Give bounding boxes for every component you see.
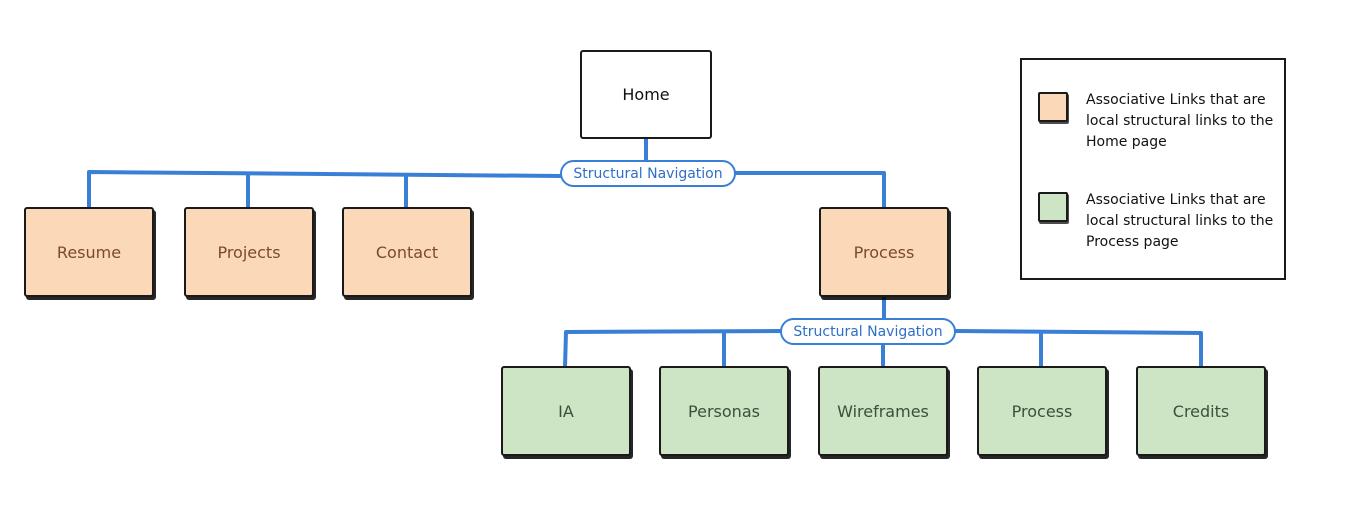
personas-node: Personas: [659, 366, 789, 456]
structural-navigation-label-process: Structural Navigation: [780, 318, 956, 345]
resume-node: Resume: [24, 207, 154, 297]
home-node: Home: [580, 50, 712, 139]
legend: Associative Links that are local structu…: [1020, 58, 1286, 280]
legend-item-home-links: Associative Links that are local structu…: [1038, 90, 1274, 153]
process-child-node: Process: [977, 366, 1107, 456]
legend-text-home-links: Associative Links that are local structu…: [1086, 92, 1274, 150]
connector-top-bar: [87, 170, 886, 210]
process-node: Process: [819, 207, 949, 297]
legend-swatch-orange: [1038, 92, 1068, 122]
connector-process-bar: [563, 329, 1203, 369]
wireframes-node: Wireframes: [818, 366, 948, 456]
ia-node: IA: [501, 366, 631, 456]
projects-node: Projects: [184, 207, 314, 297]
legend-item-process-links: Associative Links that are local structu…: [1038, 190, 1274, 253]
legend-text-process-links: Associative Links that are local structu…: [1086, 192, 1274, 250]
credits-node: Credits: [1136, 366, 1266, 456]
legend-swatch-green: [1038, 192, 1068, 222]
contact-node: Contact: [342, 207, 472, 297]
structural-navigation-label-top: Structural Navigation: [560, 160, 736, 187]
